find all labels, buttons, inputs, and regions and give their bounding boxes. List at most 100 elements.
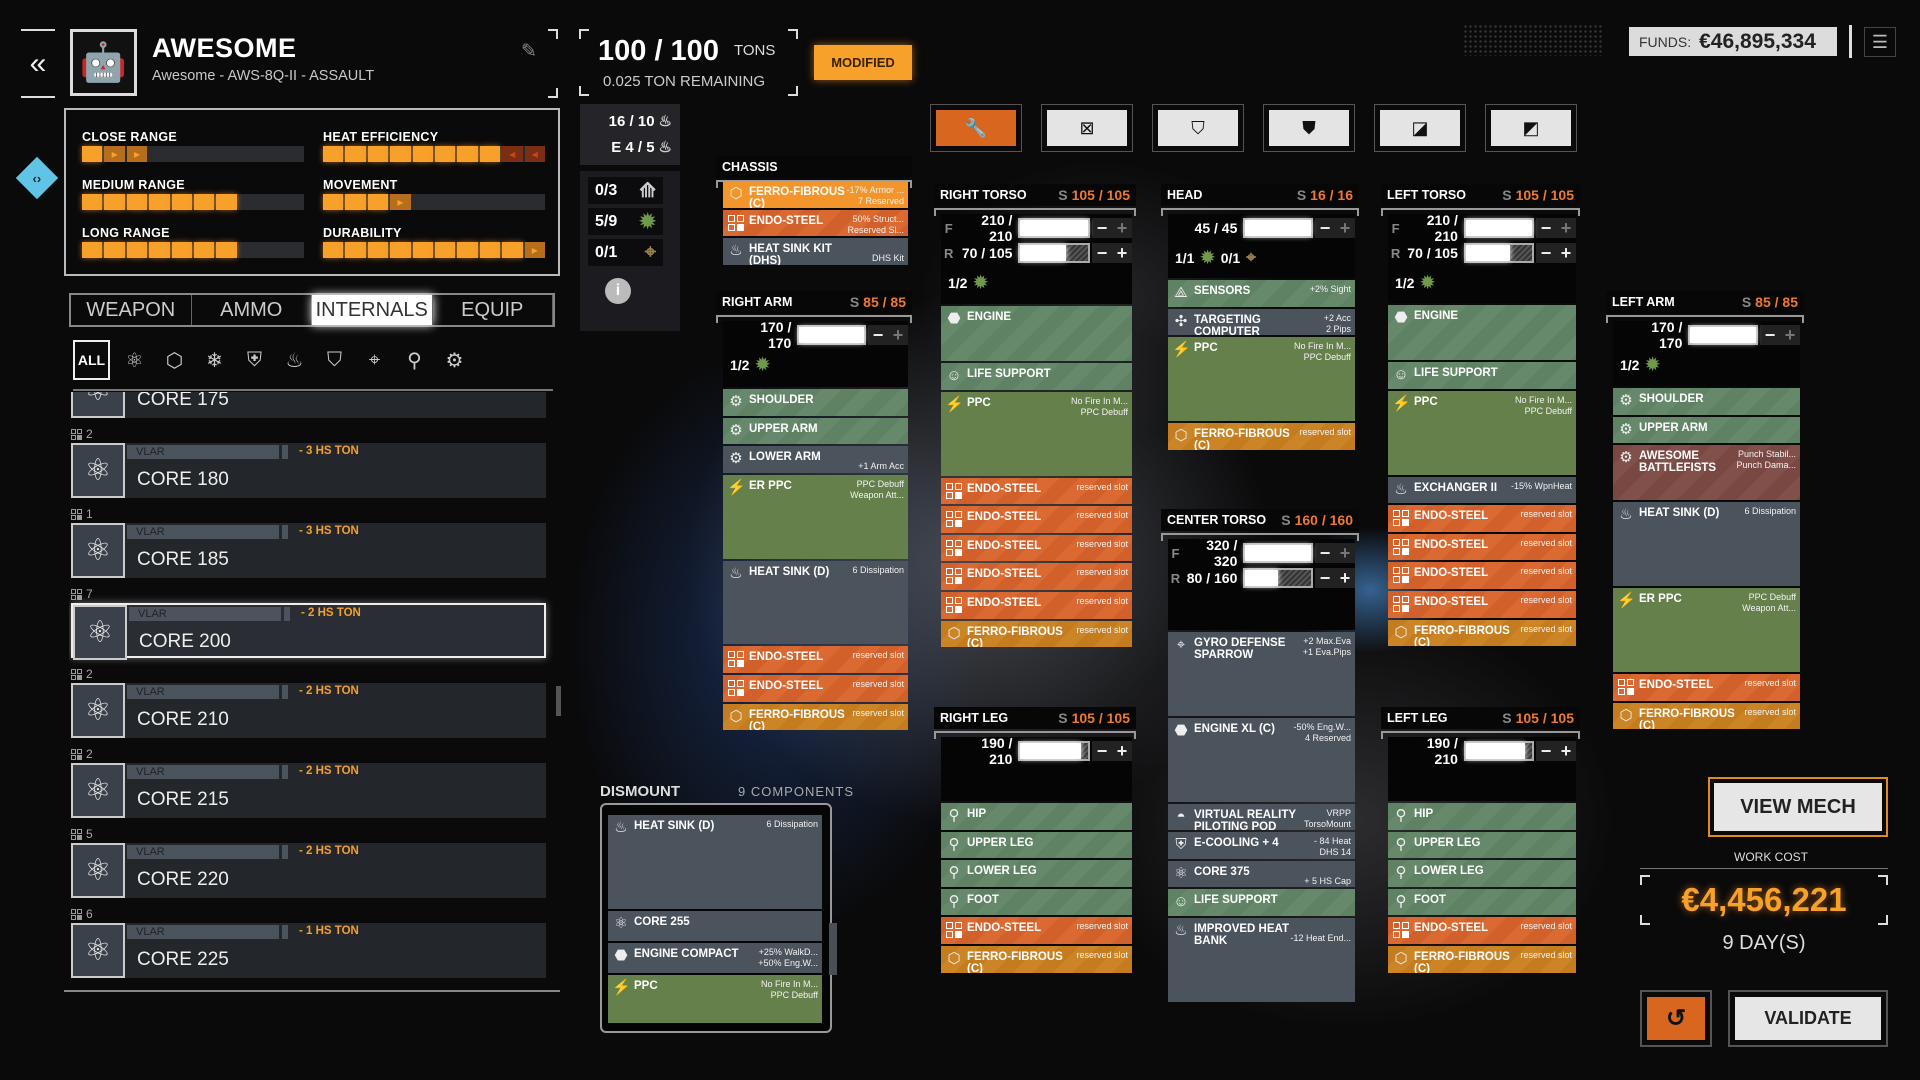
tab-internals[interactable]: INTERNALS (312, 295, 433, 325)
component-slot[interactable]: ⚡ PPC No Fire In M... PPC Debuff (1168, 337, 1355, 421)
inventory-scrollbar[interactable] (556, 686, 561, 716)
component-slot[interactable]: ENDO-STEEL reserved slot (1388, 505, 1576, 532)
component-slot[interactable]: ENDO-STEEL reserved slot (1388, 591, 1576, 618)
component-slot[interactable]: ⬡ FERRO-FIBROUS (C) reserved slot (1168, 423, 1355, 450)
armor-increase-button[interactable]: + (1339, 542, 1351, 563)
component-slot[interactable]: ⚲ UPPER LEG (1388, 831, 1576, 859)
inventory-item[interactable]: ⚛ VLAR - 3 HS TON CORE 180 (71, 443, 546, 498)
component-slot[interactable]: ⚲ FOOT (941, 888, 1132, 916)
component-slot[interactable]: ⚲ HIP (1388, 803, 1576, 830)
inventory-item[interactable]: ⚛ CORE 175 (71, 392, 546, 418)
component-slot[interactable]: ⚲ HIP (941, 803, 1132, 830)
armor-increase-button[interactable]: + (892, 324, 904, 345)
armor-decrease-button[interactable]: − (1540, 217, 1552, 238)
component-slot[interactable]: ⬣ ENGINE COMPACT +25% WalkD... +50% Eng.… (608, 943, 822, 973)
armor-increase-button[interactable]: + (1116, 740, 1128, 761)
cooling-icon[interactable]: ❄ (206, 349, 223, 372)
inventory-item[interactable]: ⚛ VLAR - 2 HS TON CORE 220 (71, 843, 546, 898)
armor-increase-button[interactable]: + (1339, 567, 1351, 588)
component-slot[interactable]: ☺ LIFE SUPPORT (1168, 889, 1355, 916)
component-slot[interactable]: ⚙ AWESOME BATTLEFISTS Punch Stabil... Pu… (1613, 445, 1800, 501)
lance-diamond-icon[interactable]: ‹› (15, 156, 59, 200)
inventory-item[interactable]: ⚛ VLAR - 1 HS TON CORE 225 (71, 923, 546, 978)
tab-ammo[interactable]: AMMO (192, 295, 312, 325)
armor-increase-button[interactable]: + (1560, 740, 1572, 761)
component-slot[interactable]: ENDO-STEEL reserved slot (941, 563, 1132, 590)
heat-sink-icon[interactable]: ♨ (285, 349, 304, 372)
armor-increase-button[interactable]: + (1560, 217, 1572, 238)
undo-button[interactable]: ↺ (1640, 990, 1712, 1047)
component-slot[interactable]: ⚡ PPC No Fire In M... PPC Debuff (608, 975, 822, 1023)
component-slot[interactable]: ⚲ LOWER LEG (941, 860, 1132, 887)
armor-bar[interactable] (1463, 741, 1534, 761)
component-slot[interactable]: ⚡ PPC No Fire In M... PPC Debuff (1388, 390, 1576, 475)
component-slot[interactable]: ◓ VIRTUAL REALITY PILOTING POD VRPP Tors… (1168, 803, 1355, 831)
component-slot[interactable]: ENDO-STEEL reserved slot (941, 477, 1132, 505)
armor-bar[interactable] (1463, 243, 1534, 263)
armor-bar[interactable] (1463, 218, 1534, 238)
armor-bar[interactable] (1243, 543, 1313, 563)
hide-left-button[interactable]: ◪ (1374, 104, 1466, 152)
component-slot[interactable]: ENDO-STEEL reserved slot (941, 592, 1132, 619)
dismount-scrollbar[interactable] (829, 923, 837, 975)
wrench-button[interactable]: 🔧 (930, 104, 1022, 152)
component-slot[interactable]: ♨ IMPROVED HEAT BANK -12 Heat End... (1168, 918, 1355, 1002)
e-cooling-icon[interactable]: ⛨ (247, 348, 262, 371)
armor-bar[interactable] (1243, 218, 1313, 238)
edit-icon[interactable]: ✎ (521, 41, 537, 62)
armor-decrease-button[interactable]: − (872, 324, 884, 345)
component-slot[interactable]: ⚲ FOOT (1388, 888, 1576, 916)
leg-actuator-icon[interactable]: ⚲ (407, 349, 422, 372)
armor-decrease-button[interactable]: − (1096, 740, 1108, 761)
component-slot[interactable]: ⚙ UPPER ARM (1613, 416, 1800, 444)
armor-increase-button[interactable]: + (1116, 217, 1128, 238)
component-slot[interactable]: ⟁ SENSORS +2% Sight (1168, 280, 1355, 307)
component-slot[interactable]: ⬡ FERRO-FIBROUS (C) reserved slot (941, 620, 1132, 648)
component-slot[interactable]: ⬡ FERRO-FIBROUS (C) reserved slot (941, 946, 1132, 973)
component-slot[interactable]: ⚛ CORE 255 (608, 911, 822, 941)
component-slot[interactable]: ⬡ FERRO-FIBROUS (C) reserved slot (1388, 619, 1576, 647)
armor-increase-button[interactable]: + (1560, 242, 1572, 263)
component-slot[interactable]: ⬣ ENGINE (1388, 305, 1576, 361)
component-slot[interactable]: ENDO-STEEL reserved slot (941, 917, 1132, 944)
component-slot[interactable]: ⛨ E-COOLING + 4 - 84 Heat DHS 14 (1168, 832, 1355, 859)
component-slot[interactable]: ✣ TARGETING COMPUTER [ASSAULT] +2 Acc 2 … (1168, 308, 1355, 336)
menu-button[interactable]: ☰ (1864, 27, 1896, 57)
tab-equip[interactable]: EQUIP (433, 295, 553, 325)
component-slot[interactable]: ♨ HEAT SINK (D) 6 Dissipation (1613, 502, 1800, 587)
component-slot[interactable]: ⚡ ER PPC PPC Debuff Weapon Att... (723, 474, 908, 559)
armor-increase-button[interactable]: + (1339, 217, 1351, 238)
component-slot[interactable]: ⚛ CORE 375 + 5 HS Cap (1168, 860, 1355, 888)
tab-weapon[interactable]: WEAPON (71, 295, 192, 325)
component-slot[interactable]: ⚡ PPC No Fire In M... PPC Debuff (941, 391, 1132, 476)
armor-decrease-button[interactable]: − (1319, 542, 1331, 563)
component-slot[interactable]: ⚙ SHOULDER (1613, 388, 1800, 415)
armor-bar[interactable] (1018, 218, 1090, 238)
filter-all[interactable]: ALL (73, 340, 110, 380)
max-armor-button[interactable]: ⛊ (1263, 104, 1355, 152)
component-slot[interactable]: ⬡ FERRO-FIBROUS (C) reserved slot (723, 703, 908, 731)
component-slot[interactable]: ⚲ LOWER LEG (1388, 860, 1576, 887)
component-slot[interactable]: ⬡ FERRO-FIBROUS (C) reserved slot (1613, 702, 1800, 730)
armor-decrease-button[interactable]: − (1096, 217, 1108, 238)
strip-armor-button[interactable]: ⛉ (1152, 104, 1244, 152)
component-slot[interactable]: ENDO-STEEL reserved slot (1613, 674, 1800, 701)
component-slot[interactable]: ♨ HEAT SINK KIT (DHS) DHS Kit (723, 238, 908, 265)
hide-right-button[interactable]: ◩ (1485, 104, 1577, 152)
component-slot[interactable]: ENDO-STEEL reserved slot (941, 534, 1132, 562)
component-slot[interactable]: ☺ LIFE SUPPORT (941, 363, 1132, 390)
component-slot[interactable]: ENDO-STEEL reserved slot (1388, 562, 1576, 589)
engine-core-icon[interactable]: ⚛ (125, 349, 144, 372)
component-slot[interactable]: ♨ HEAT SINK (D) 6 Dissipation (608, 815, 822, 909)
armor-decrease-button[interactable]: − (1540, 242, 1552, 263)
armor-increase-button[interactable]: + (1784, 324, 1796, 345)
armor-bar[interactable] (1018, 243, 1090, 263)
component-slot[interactable]: ENDO-STEEL reserved slot (941, 506, 1132, 533)
component-slot[interactable]: ♨ EXCHANGER II -15% WpnHeat (1388, 476, 1576, 504)
armor-bar[interactable] (1688, 325, 1758, 345)
armor-decrease-button[interactable]: − (1319, 217, 1331, 238)
armor-decrease-button[interactable]: − (1540, 740, 1552, 761)
component-slot[interactable]: ⌖ GYRO DEFENSE SPARROW +2 Max.Eva +1 Eva… (1168, 632, 1355, 716)
component-slot[interactable]: ENDO-STEEL reserved slot (1388, 917, 1576, 944)
component-slot[interactable]: ⬡ FERRO-FIBROUS (C) -17% Armor ... 7 Res… (723, 181, 908, 208)
